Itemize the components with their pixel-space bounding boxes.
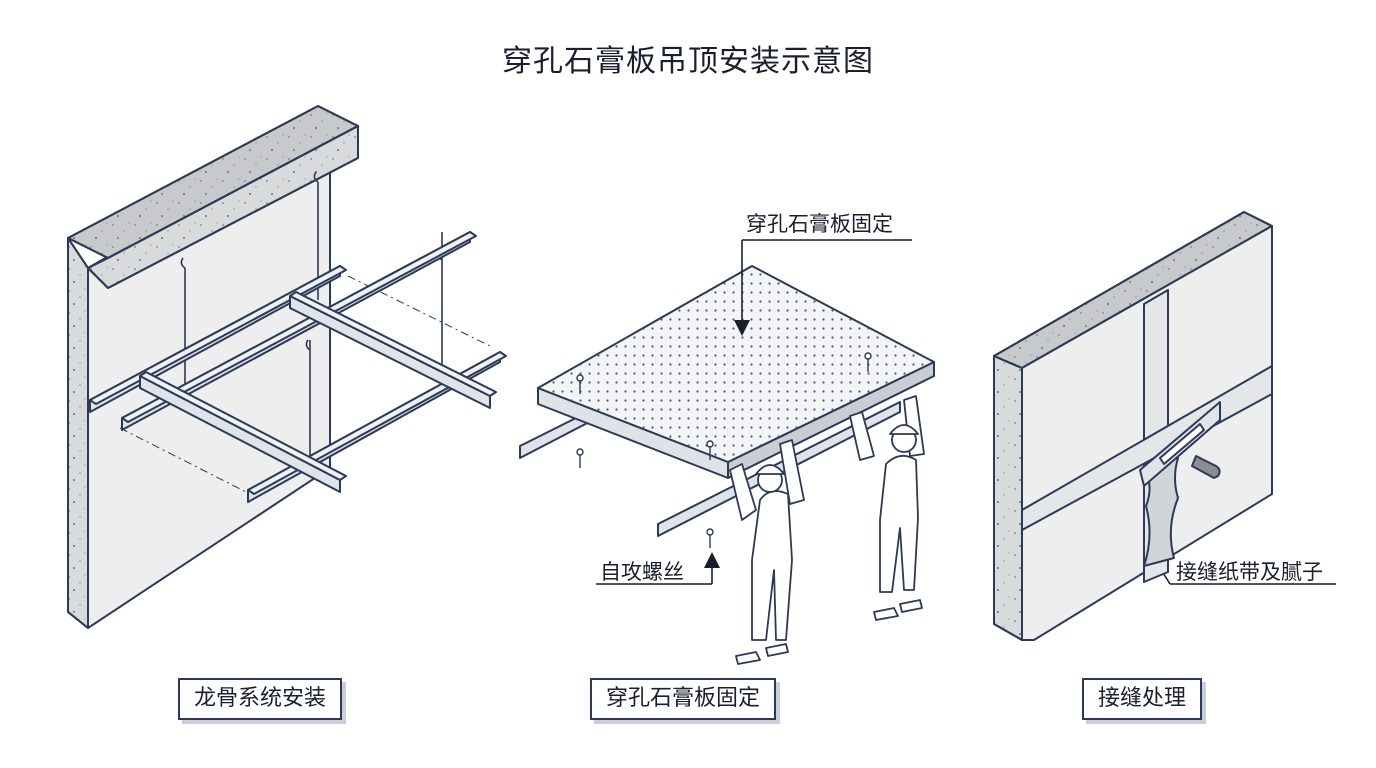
callout-joint-tape-putty: 接缝纸带及腻子 <box>1176 560 1323 584</box>
panel-board-fixing <box>519 265 935 665</box>
panel-joint-treatment <box>993 211 1273 641</box>
trowel <box>1139 401 1221 487</box>
caption-joint-treatment: 接缝处理 <box>1082 678 1203 720</box>
panel-keel-installation <box>67 105 507 629</box>
caption-keel-installation: 龙骨系统安装 <box>178 678 343 720</box>
worker-back <box>849 395 925 621</box>
putty-smear <box>1143 457 1179 567</box>
guide-lines <box>119 275 491 495</box>
callout-board-fixing: 穿孔石膏板固定 <box>746 212 893 236</box>
page-title: 穿孔石膏板吊顶安装示意图 <box>502 44 874 79</box>
callout-self-tapping-screw: 自攻螺丝 <box>600 560 684 584</box>
screws <box>576 352 872 548</box>
joint-tape-horizontal <box>1021 365 1273 531</box>
cross-runners <box>139 291 497 493</box>
caption-board-fixing: 穿孔石膏板固定 <box>590 678 777 720</box>
worker-front <box>729 439 805 665</box>
